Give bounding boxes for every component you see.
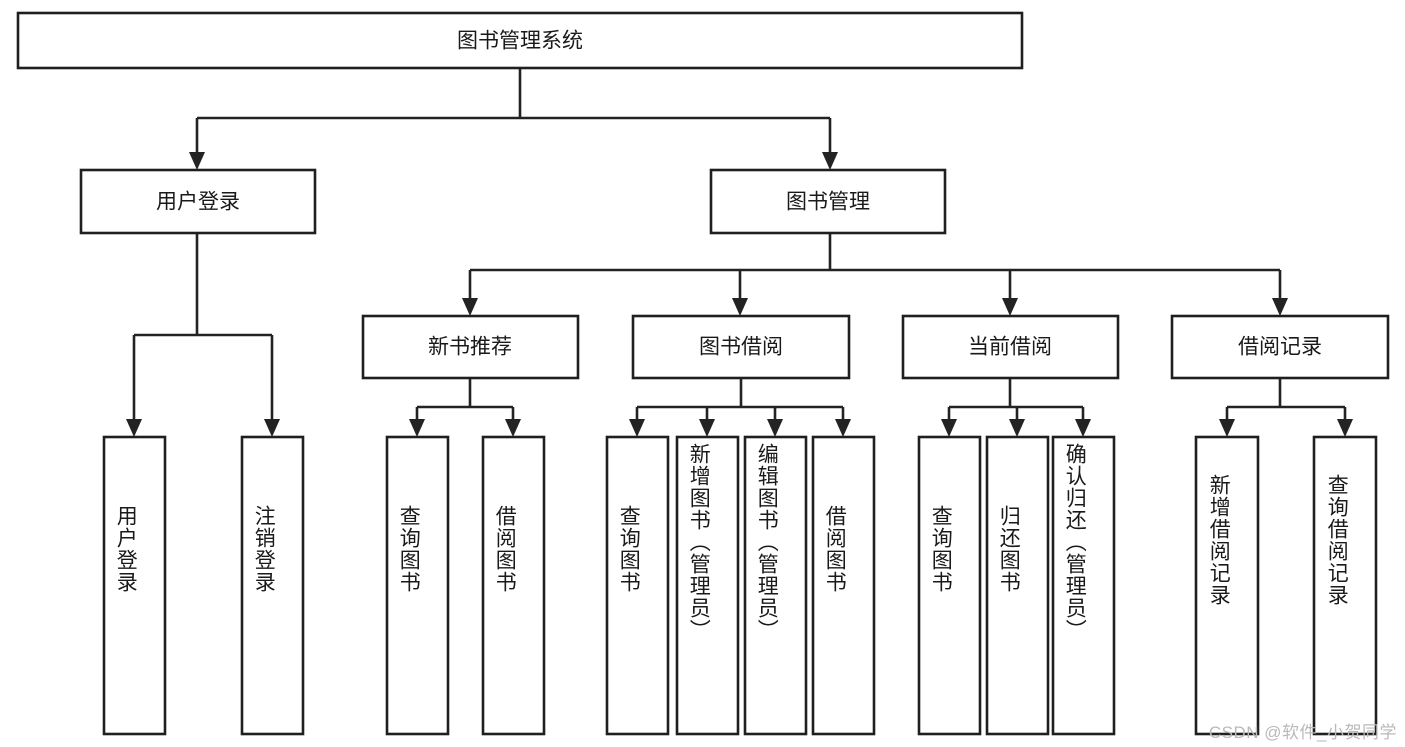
node-borrow-record-label: 借阅记录 [1238, 336, 1322, 359]
arrowhead-leaf-user-login [126, 419, 142, 437]
node-current-borrow-label: 当前借阅 [968, 336, 1052, 359]
arrowhead-nb-leaf1 [409, 419, 425, 437]
arrowhead-br-leaf1 [1219, 419, 1235, 437]
node-new-book-recommend[interactable] [361, 314, 580, 380]
node-user-login[interactable] [79, 168, 317, 235]
watermark-text: CSDN @软件_小贺同学 [1208, 723, 1397, 742]
arrowhead-borrow-record [1272, 298, 1288, 316]
leaf-user-login[interactable] [102, 435, 167, 736]
node-user-login-label: 用户登录 [156, 191, 240, 214]
arrowhead-bb-leaf2 [699, 419, 715, 437]
leaf-borrow-book-bb[interactable] [811, 435, 876, 736]
arrowhead-bb-leaf3 [767, 419, 783, 437]
arrowhead-book-borrow [732, 298, 748, 316]
leaf-borrow-book-nb[interactable] [481, 435, 546, 736]
arrowhead-new-book [462, 298, 478, 316]
arrowhead-leaf-logout [264, 419, 280, 437]
leaf-confirm-return-admin[interactable] [1051, 435, 1116, 736]
arrowhead-user-login [189, 152, 205, 170]
horizontal-labels-layer: 图书管理系统 用户登录 图书管理 新书推荐 图书借阅 当前借阅 借阅记录 [156, 30, 1322, 359]
arrowhead-cb-leaf2 [1009, 419, 1025, 437]
leaf-edit-book-admin[interactable] [743, 435, 808, 736]
leaf-logout[interactable] [240, 435, 305, 736]
arrowhead-book-mgmt [822, 152, 838, 170]
node-current-borrow[interactable] [901, 314, 1120, 380]
leaf-query-book-cb[interactable] [917, 435, 982, 736]
arrowhead-br-leaf2 [1337, 419, 1353, 437]
node-root-label: 图书管理系统 [457, 30, 583, 53]
leaf-add-book-admin[interactable] [675, 435, 740, 736]
arrowhead-bb-leaf4 [835, 419, 851, 437]
leaf-query-book-nb[interactable] [385, 435, 450, 736]
leaf-return-book[interactable] [985, 435, 1050, 736]
leaf-query-book-bb[interactable] [605, 435, 670, 736]
arrowhead-nb-leaf2 [505, 419, 521, 437]
node-root[interactable] [16, 11, 1024, 70]
nodes-layer [16, 11, 1390, 736]
leaf-query-borrow-record[interactable] [1312, 435, 1378, 736]
edges-layer [126, 68, 1353, 437]
arrowhead-current-borrow [1002, 298, 1018, 316]
arrowhead-bb-leaf1 [629, 419, 645, 437]
node-book-borrow-label: 图书借阅 [699, 336, 783, 359]
node-book-management-label: 图书管理 [786, 191, 870, 214]
arrowhead-cb-leaf1 [941, 419, 957, 437]
node-book-borrow[interactable] [631, 314, 851, 380]
arrowhead-cb-leaf3 [1075, 419, 1091, 437]
node-book-management[interactable] [709, 168, 947, 235]
leaf-add-borrow-record[interactable] [1194, 435, 1260, 736]
node-new-book-recommend-label: 新书推荐 [428, 336, 512, 359]
node-borrow-record[interactable] [1170, 314, 1390, 380]
